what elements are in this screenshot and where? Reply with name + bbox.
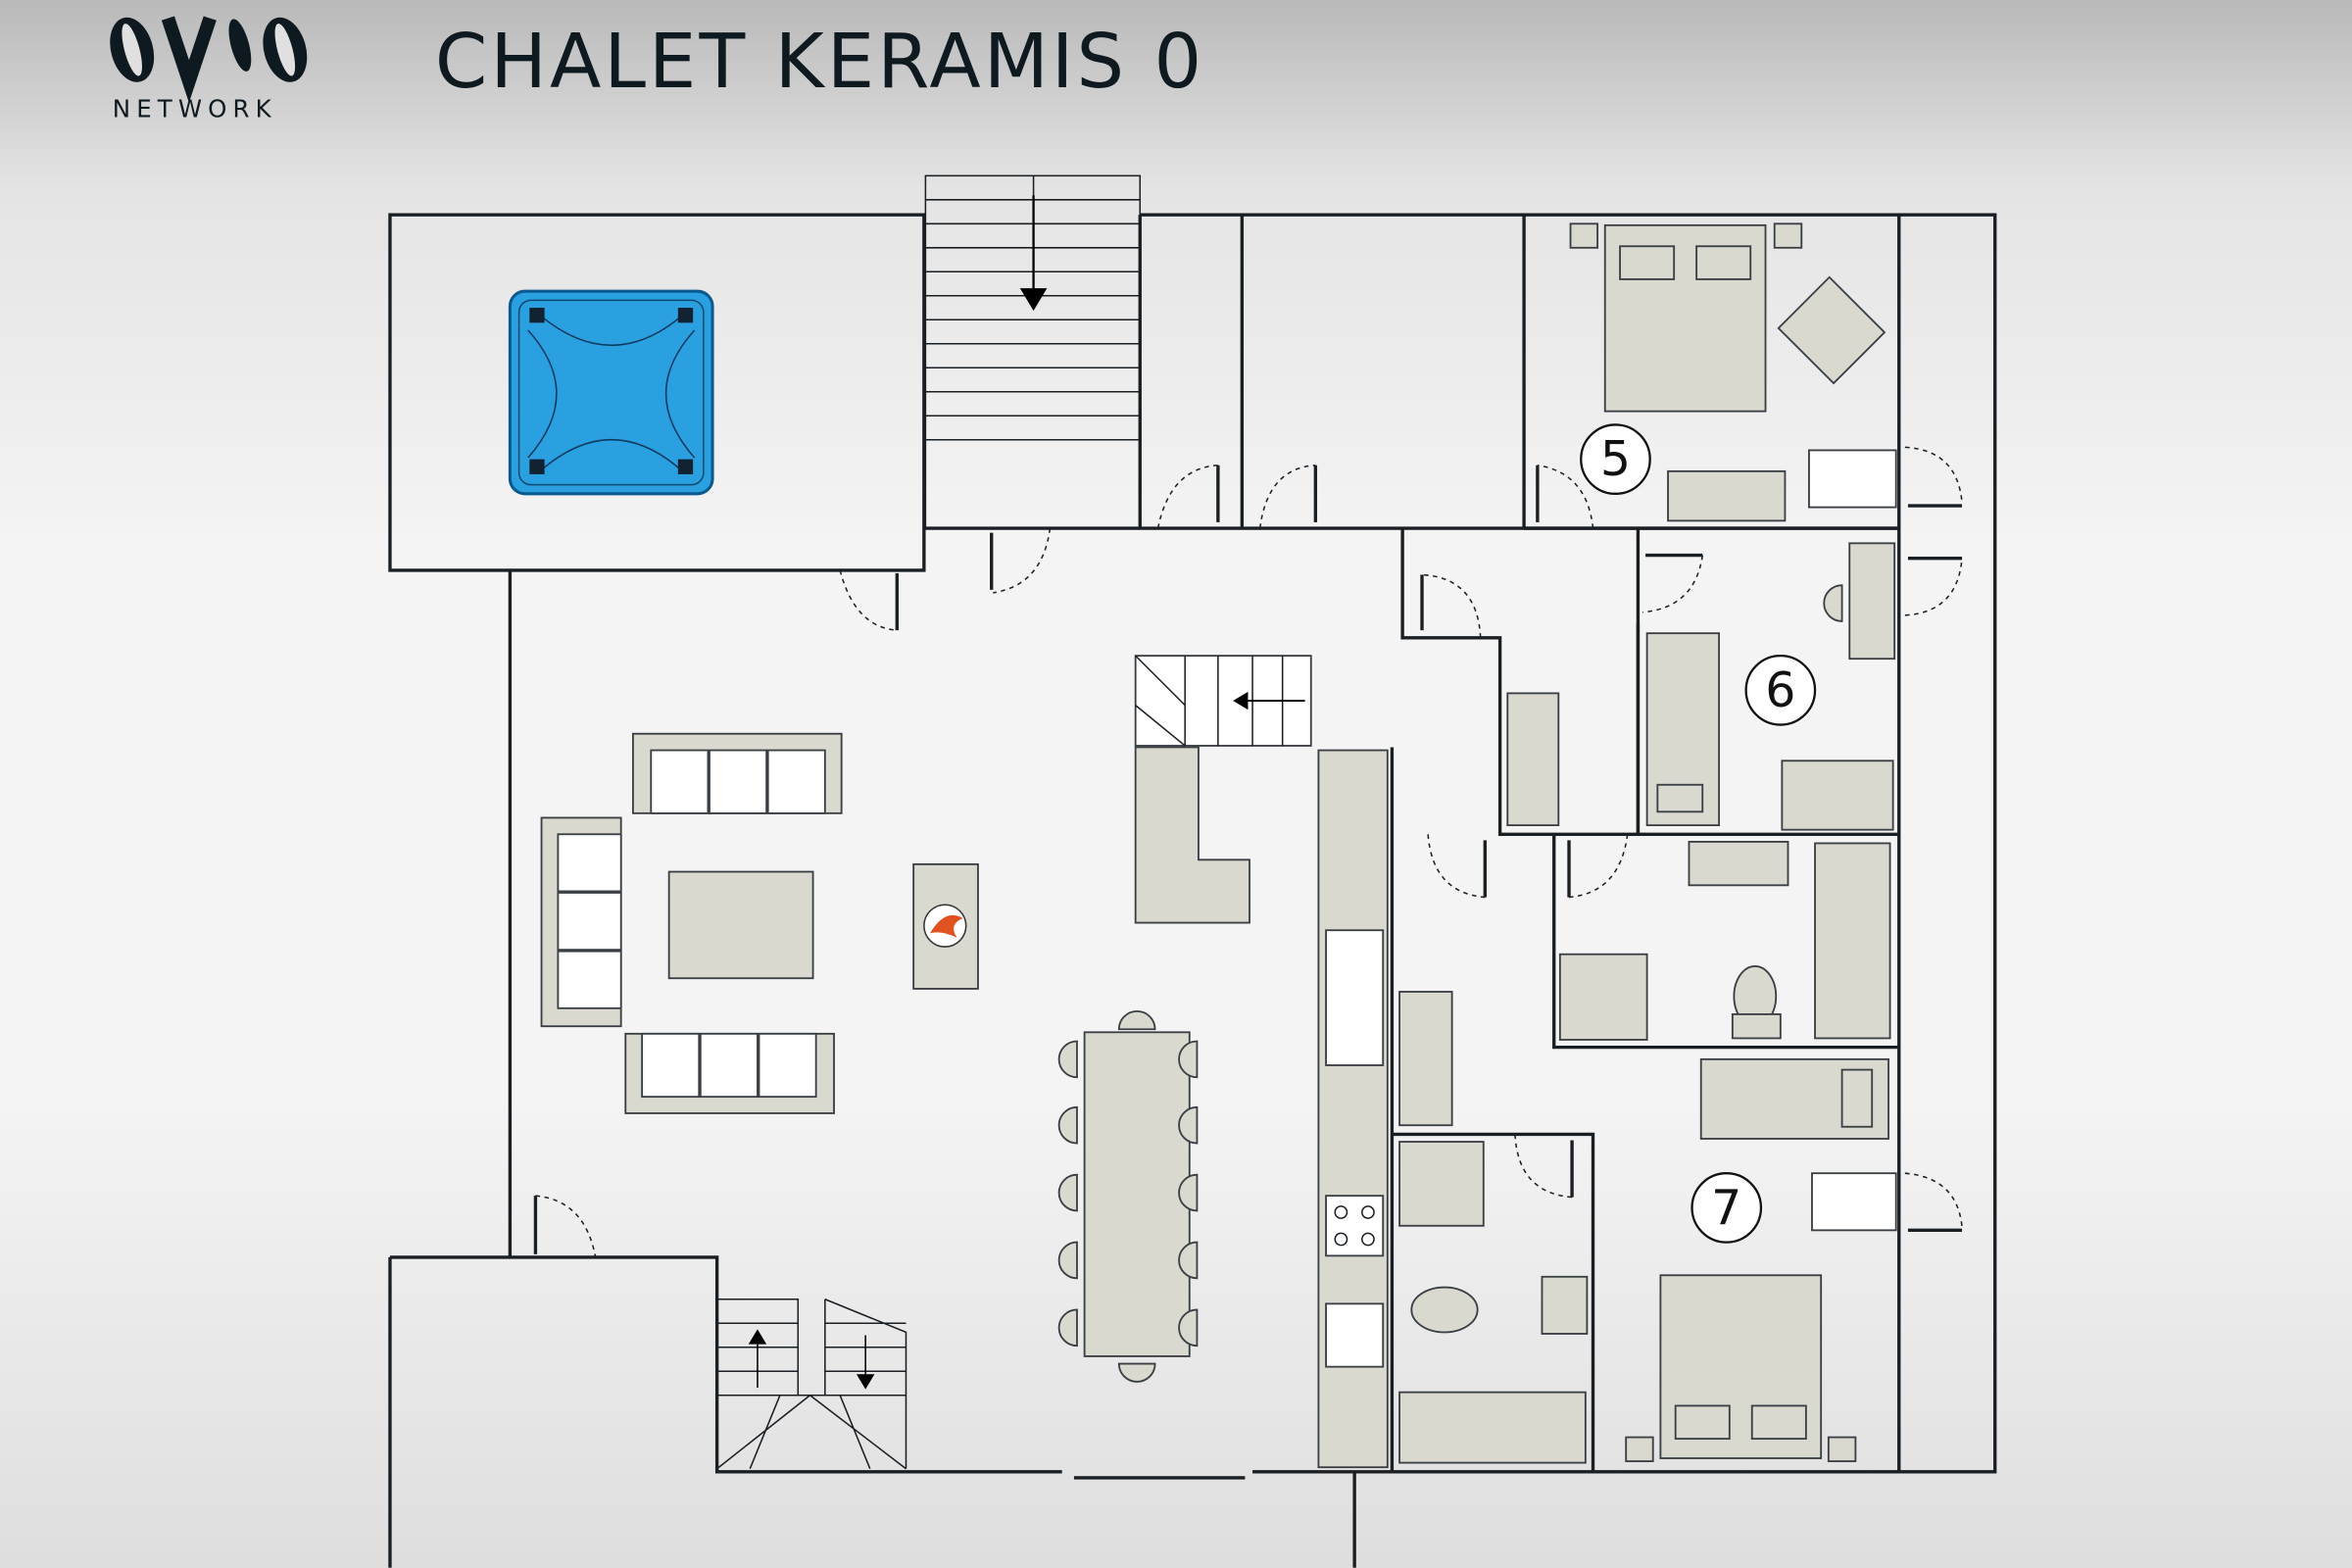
dining-chair — [1178, 1173, 1199, 1212]
kitchen — [1134, 655, 1389, 1469]
room-number-badge — [1580, 423, 1651, 495]
hot-tub — [508, 289, 714, 496]
bedroom-6: 6 — [1506, 542, 1896, 831]
living-room — [540, 732, 979, 1114]
page-title: CHALET KERAMIS 0 — [435, 19, 1204, 106]
dining-chair — [1178, 1105, 1199, 1145]
dining-table — [1057, 1010, 1199, 1383]
room-number-badge — [1690, 1172, 1763, 1244]
bedroom-7: 7 — [1625, 1057, 1897, 1462]
dining-chair — [1117, 1362, 1156, 1383]
dining-chair — [1178, 1040, 1199, 1079]
room-number-6: 6 — [1765, 662, 1795, 718]
staircase-top — [924, 174, 1142, 529]
arrow-left-icon — [1233, 691, 1249, 710]
dining-chair — [1057, 1105, 1078, 1145]
arrow-down-icon — [1019, 288, 1048, 312]
dining-chair — [1178, 1308, 1199, 1348]
doors — [533, 446, 1963, 1258]
fire-icon — [929, 914, 963, 938]
logo-text: NETWORK — [113, 95, 277, 123]
dining-chair — [1178, 1241, 1199, 1280]
bedroom-5: 5 — [1569, 222, 1897, 522]
arrow-up-icon — [748, 1329, 767, 1345]
room-number-5: 5 — [1600, 431, 1631, 487]
dining-chair — [1057, 1173, 1078, 1212]
room-number-badge — [1744, 654, 1817, 726]
bathroom-lower — [1398, 991, 1589, 1464]
bathroom — [1558, 841, 1891, 1041]
dining-chair — [1117, 1010, 1156, 1031]
room-number-7: 7 — [1711, 1180, 1741, 1236]
staircase-bottom — [716, 1298, 907, 1470]
dining-chair — [1057, 1308, 1078, 1348]
dining-chair — [1057, 1241, 1078, 1280]
arrow-down-icon — [856, 1374, 875, 1390]
dining-chair — [1057, 1040, 1078, 1079]
ovo-network-logo: NETWORK — [110, 16, 308, 123]
